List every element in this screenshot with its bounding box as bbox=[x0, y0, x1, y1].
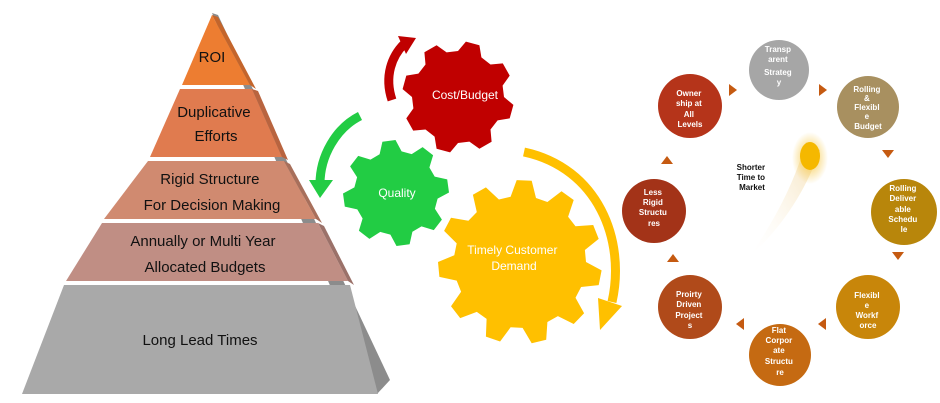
pyramid: ROI Duplicative Efforts Rigid Structure … bbox=[22, 13, 390, 394]
cycle-arrow-8 bbox=[729, 84, 737, 96]
pyramid-label-lead: Long Lead Times bbox=[142, 332, 257, 349]
cycle-node-label-4: Flexibl e Workf orce bbox=[854, 291, 882, 330]
gear-label-timely: Timely Customer Demand bbox=[467, 243, 561, 273]
cycle-node-circle-1 bbox=[749, 40, 809, 100]
cycle-node-transparent-strategy: Transp arent Strateg y bbox=[749, 40, 809, 100]
cycle-node-label-5: Flat Corpor ate Structu re bbox=[765, 326, 795, 377]
cycle-node-circle-7 bbox=[622, 179, 686, 243]
cycle-arrow-1 bbox=[819, 84, 827, 96]
pyramid-label-rigid: Rigid Structure For Decision Making bbox=[144, 171, 281, 214]
pyramid-level-roi bbox=[182, 15, 256, 89]
cycle-node-circle-3 bbox=[871, 179, 937, 245]
cycle-arrow-3 bbox=[892, 252, 904, 260]
cycle-node-label-7: Less Rigid Structu res bbox=[639, 188, 669, 228]
pyramid-face-duplicative bbox=[150, 89, 282, 157]
yellow-curved-arrow bbox=[523, 147, 620, 303]
cycle-node-label-6: Proirty Driven Project s bbox=[675, 290, 704, 330]
cycle-arrow-6 bbox=[667, 254, 679, 262]
green-arrow-head bbox=[309, 180, 333, 198]
cycle-node-circle-2 bbox=[837, 76, 899, 138]
cycle-node-circle-6 bbox=[658, 275, 722, 339]
gear-timely-customer-demand bbox=[438, 180, 602, 344]
pyramid-label-roi: ROI bbox=[199, 49, 226, 66]
pyramid-level-duplicative bbox=[150, 89, 288, 160]
pyramid-face-roi bbox=[182, 15, 250, 85]
pyramid-face-lead bbox=[22, 285, 378, 394]
cycle-node-label-1: Transp arent Strateg y bbox=[764, 45, 794, 87]
cycle-node-label-2: Rolling & Flexibl e Budget bbox=[853, 85, 882, 131]
pyramid-level-rigid bbox=[104, 161, 322, 223]
cycle-node-circle-8 bbox=[658, 74, 722, 138]
red-curved-arrow bbox=[384, 40, 408, 102]
cycle-node-flexible-workforce: Flexibl e Workf orce bbox=[836, 275, 900, 339]
cycle-node-rolling-deliverable: Rolling Deliver able Schedu le bbox=[871, 179, 937, 245]
pyramid-side-rigid bbox=[284, 161, 322, 223]
pyramid-level-lead bbox=[22, 285, 378, 394]
cycle-center-label: Shorter Time to Market bbox=[737, 163, 768, 192]
cycle-node-priority-driven: Proirty Driven Project s bbox=[658, 275, 722, 339]
yellow-arrow-head bbox=[598, 298, 622, 330]
cycle-node-rolling-budget: Rolling & Flexibl e Budget bbox=[837, 76, 899, 138]
cycle-node-flat-corporate: Flat Corpor ate Structu re bbox=[749, 324, 811, 386]
pyramid-side-duplicative bbox=[252, 89, 288, 160]
cycle-node-ownership: Owner ship at All Levels bbox=[658, 74, 722, 138]
gear-label-cost-budget: Cost/Budget bbox=[432, 88, 499, 102]
pyramid-side-roi bbox=[212, 15, 256, 89]
gear-cost-budget bbox=[402, 41, 514, 153]
cycle-arrow-7 bbox=[661, 156, 673, 164]
pyramid-face-annual bbox=[66, 223, 348, 281]
cycle-arrow-4 bbox=[818, 318, 826, 330]
pyramid-side-annual bbox=[318, 223, 354, 285]
pyramid-level-annual bbox=[66, 223, 354, 285]
cycle-node-label-3: Rolling Deliver able Schedu le bbox=[888, 184, 919, 234]
pyramid-face-rigid bbox=[104, 161, 316, 219]
pyramid-label-annual: Annually or Multi Year Allocated Budgets bbox=[130, 233, 279, 276]
green-curved-arrow bbox=[315, 111, 363, 185]
gear-label-quality: Quality bbox=[378, 186, 415, 200]
comet-head bbox=[800, 142, 820, 170]
gear-quality bbox=[343, 140, 449, 246]
cycle-node-circle-5 bbox=[749, 324, 811, 386]
cycle-arrow-5 bbox=[736, 318, 744, 330]
pyramid-label-duplicative: Duplicative Efforts bbox=[177, 104, 255, 145]
cycle-node-less-rigid: Less Rigid Structu res bbox=[622, 179, 686, 243]
cycle-arrow-2 bbox=[882, 150, 894, 158]
cycle-diagram: Shorter Time to Market Transp arent Stra… bbox=[622, 40, 937, 386]
cycle-node-label-8: Owner ship at All Levels bbox=[676, 89, 704, 129]
cycle-node-circle-4 bbox=[836, 275, 900, 339]
gears-group: Cost/Budget Quality Timely Customer Dema… bbox=[309, 36, 622, 344]
red-arrow-head bbox=[398, 36, 416, 54]
